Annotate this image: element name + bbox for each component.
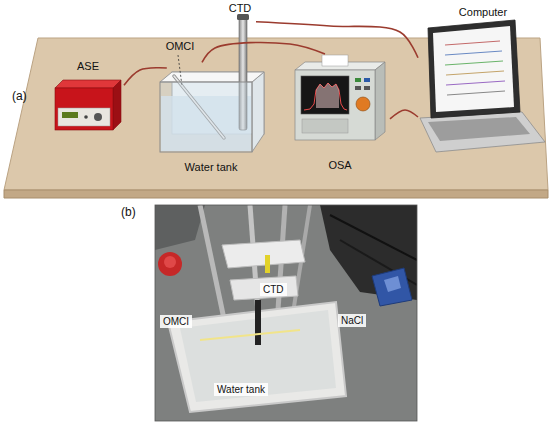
osa-spectrum xyxy=(304,83,347,110)
photo-label: Water tank xyxy=(214,383,268,396)
osa-button xyxy=(364,78,370,82)
panel-label: (b) xyxy=(121,206,136,219)
panel-label: (a) xyxy=(12,90,27,103)
node-label: CTD xyxy=(229,2,252,15)
osa-spectrum-fill xyxy=(316,83,339,108)
ase-display xyxy=(62,112,78,118)
photo-frame xyxy=(155,205,417,421)
osa-printer-paper xyxy=(322,55,348,66)
nacl-bag xyxy=(372,268,412,306)
screen-line xyxy=(446,81,505,85)
fiber-cable xyxy=(256,22,418,58)
analyzer-box: OSA xyxy=(290,54,390,172)
node-label: OMCI xyxy=(166,40,195,53)
node-label: OSA xyxy=(328,159,351,172)
ase-top xyxy=(55,80,121,88)
osa-screen xyxy=(301,76,349,114)
node-label: Water tank xyxy=(185,161,238,174)
screen-line xyxy=(445,51,502,55)
fiber-cable xyxy=(124,68,167,85)
laptop-screen xyxy=(433,26,514,112)
node-label: ASE xyxy=(77,60,99,73)
photo-ctd-tag xyxy=(265,255,270,273)
photo-wall xyxy=(155,205,205,250)
osa-side xyxy=(375,62,385,140)
photo-floor xyxy=(155,205,417,421)
table-edge xyxy=(4,190,548,198)
stand-mount xyxy=(230,276,298,300)
photo-ctd-probe xyxy=(255,300,261,345)
osa-keypad xyxy=(302,119,348,133)
osa-button xyxy=(364,86,370,90)
laptop-lid xyxy=(428,20,520,118)
photo-omci-fiber xyxy=(200,330,300,340)
nacl-bag-shine xyxy=(384,276,401,292)
omci-leader-line xyxy=(178,55,182,86)
fiber-cable xyxy=(390,110,418,119)
tank-side xyxy=(252,72,264,152)
screen-line xyxy=(447,91,505,95)
ase-button xyxy=(84,115,88,119)
screen-line xyxy=(445,41,500,45)
water-tank-box: Water tankOMCICTD xyxy=(156,70,266,174)
node-label: Computer xyxy=(459,6,507,19)
screen-line xyxy=(445,61,503,65)
ase-front xyxy=(55,88,113,130)
ase-knob xyxy=(94,113,102,121)
osa-button xyxy=(355,86,361,90)
fiber-cable xyxy=(202,42,325,62)
ctd-probe: CTD xyxy=(224,2,256,68)
tank-front xyxy=(160,82,252,152)
photo-label: OMCI xyxy=(160,315,192,328)
laptop-keyboard xyxy=(428,117,530,141)
photo-label: CTD xyxy=(260,283,287,296)
screen-line xyxy=(446,71,504,75)
red-cap-top xyxy=(164,256,176,268)
osa-button xyxy=(355,78,361,82)
ase-panel xyxy=(58,108,110,126)
sensor-probe: OMCI xyxy=(158,40,202,68)
computer-box: Computer xyxy=(418,6,548,154)
osa-front xyxy=(295,70,375,140)
laptop-base xyxy=(420,112,545,152)
stand-mount xyxy=(222,240,305,268)
ase-side xyxy=(113,80,121,130)
red-cap xyxy=(158,252,182,276)
photo-label: NaCl xyxy=(338,314,366,327)
osa-knob xyxy=(356,97,370,111)
light-source-box: ASE xyxy=(52,60,124,132)
ctd-cap xyxy=(237,14,249,20)
photo-cable xyxy=(330,215,417,260)
photo xyxy=(155,205,417,421)
